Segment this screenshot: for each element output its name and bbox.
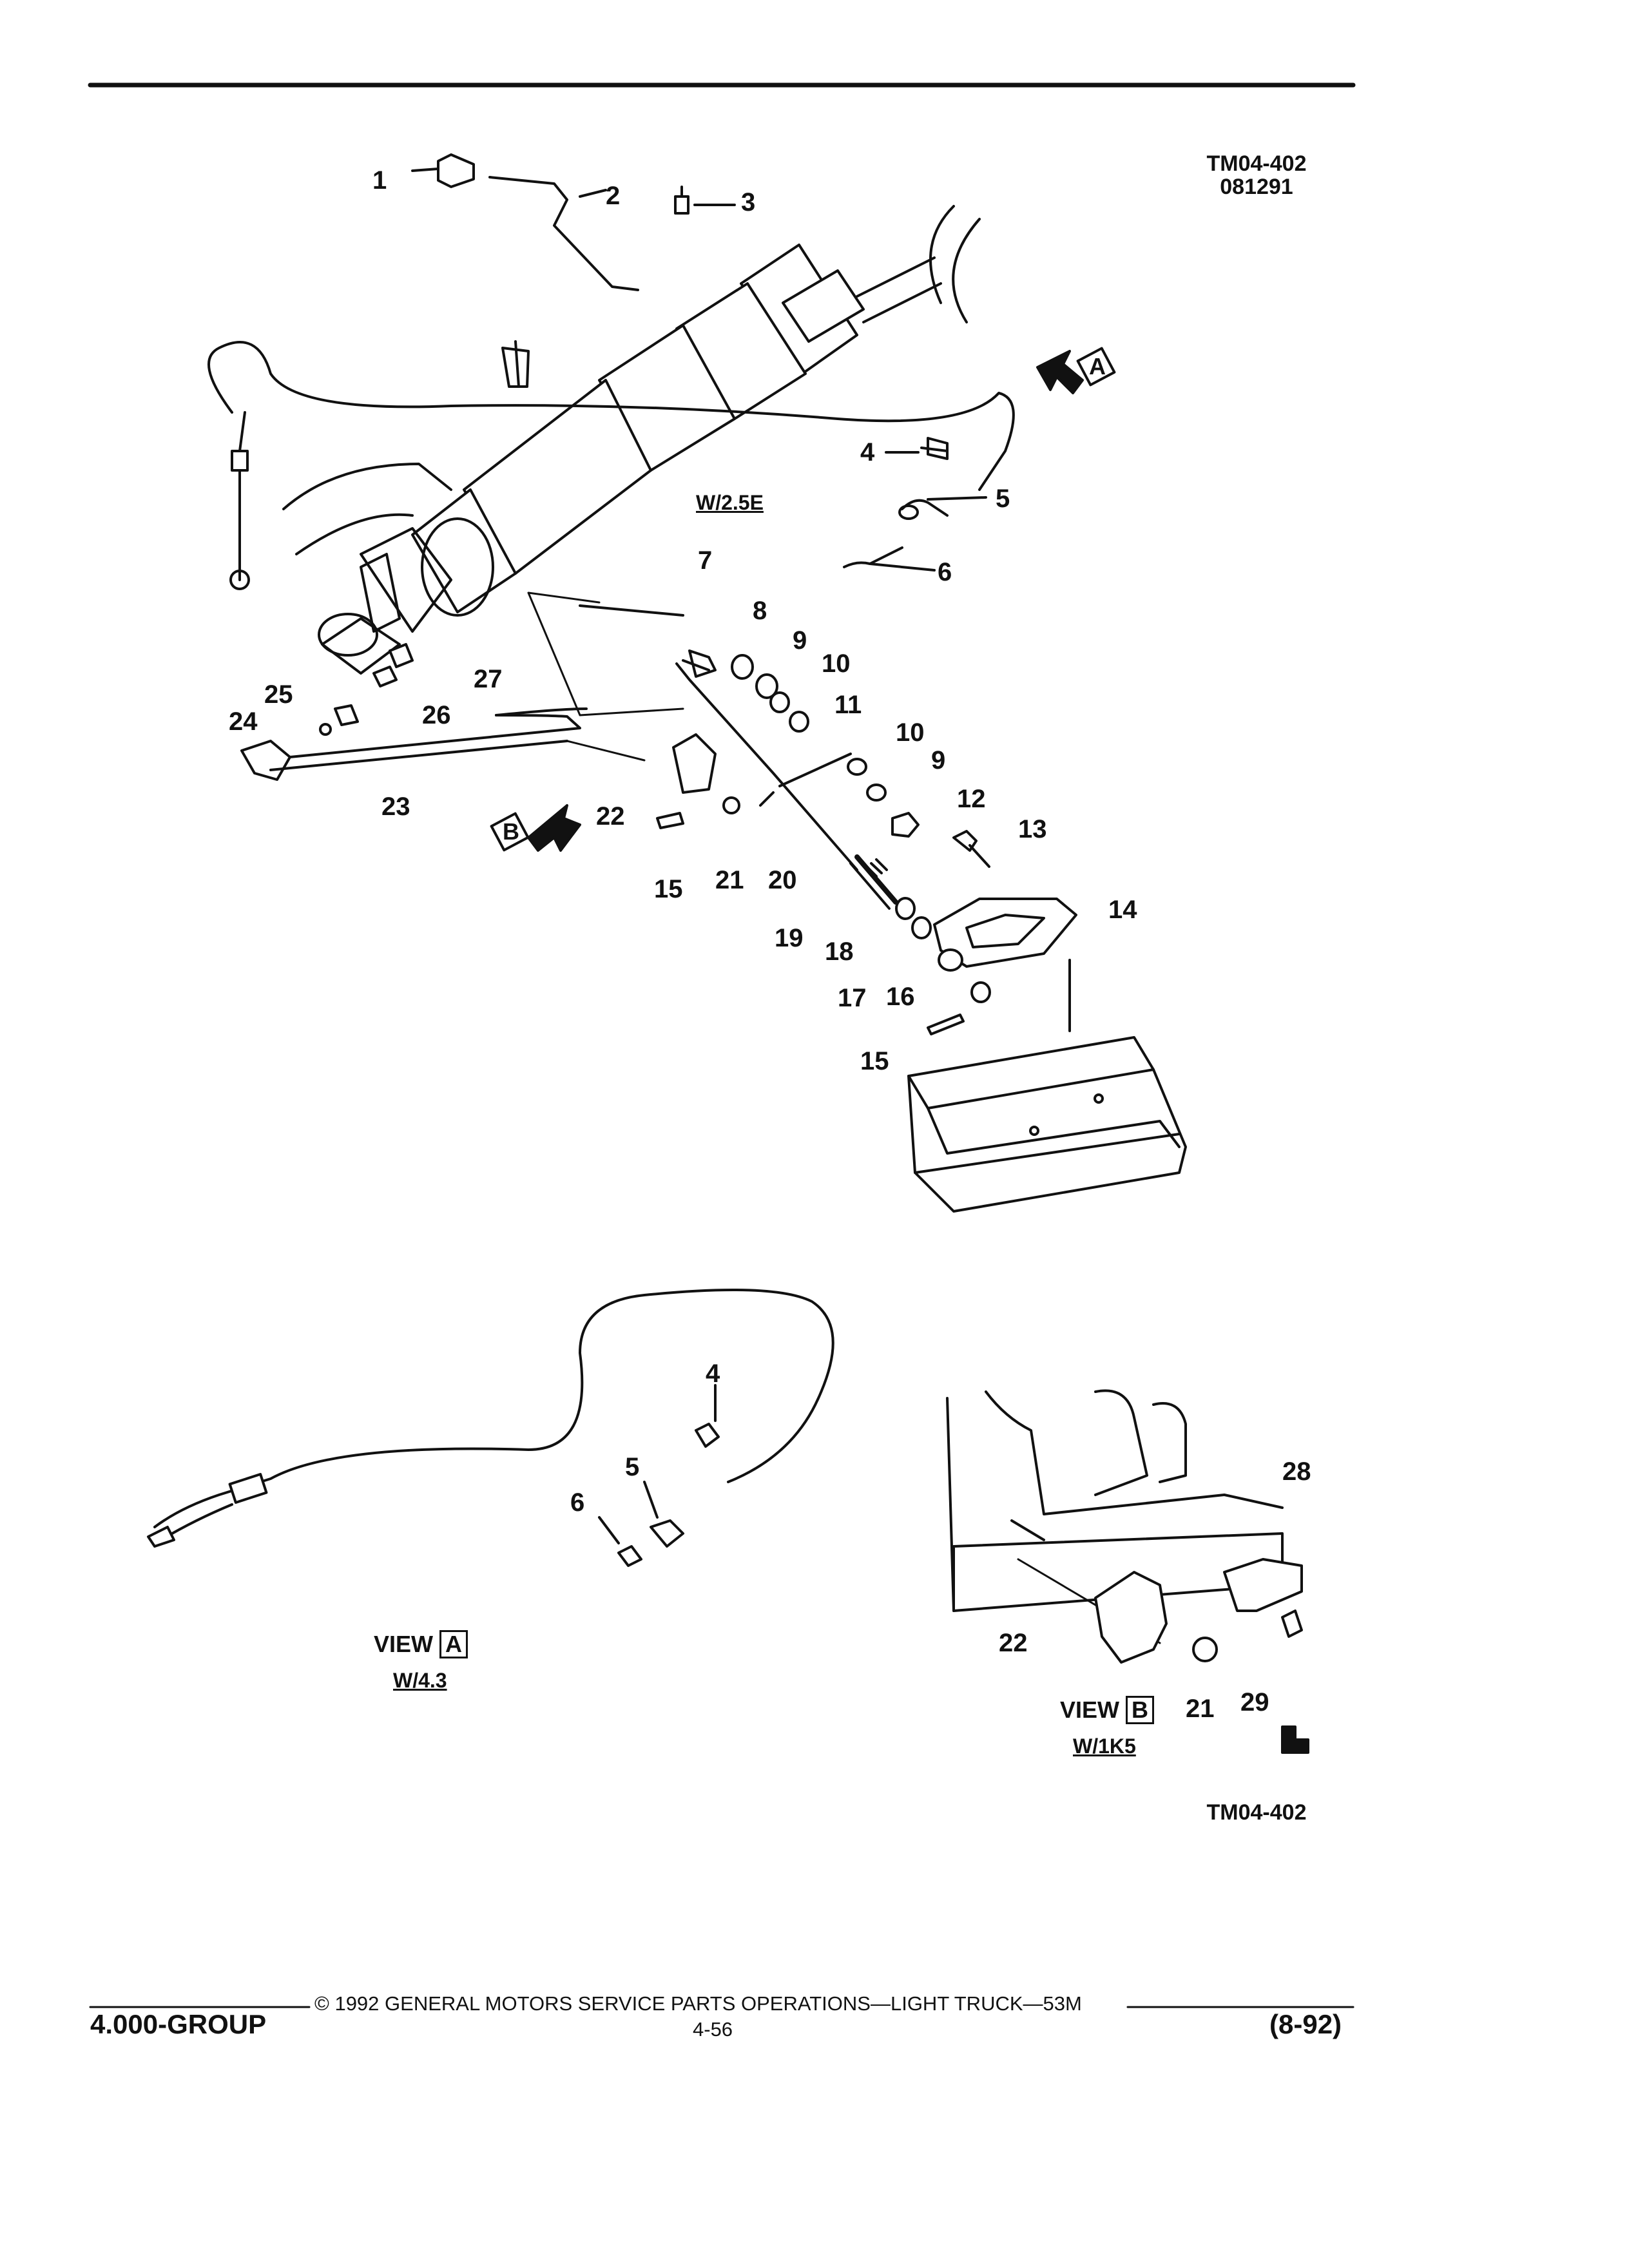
view-b-marker: B [503,818,519,845]
callout-10b: 10 [896,718,925,747]
main-view-label: W/2.5E [696,491,764,514]
callout-9a: 9 [793,626,807,655]
callout-25: 25 [264,680,293,709]
view-b-letter: B [1126,1696,1155,1724]
callout-8: 8 [753,597,767,625]
bushing-set-lower [895,897,991,1003]
dash-bracket [282,463,452,633]
callout-20: 20 [768,866,797,894]
footer-group: 4.000-GROUP [90,2009,267,2039]
part-5-bracket [898,496,987,520]
view-a-cable [147,1289,834,1548]
callout-16: 16 [886,983,915,1011]
figure-code-top: TM04-402 [1206,151,1307,176]
view-a-prefix: VIEW [374,1631,434,1657]
callout-11: 11 [834,691,862,719]
part-1-switch [411,153,475,188]
throttle-cable [207,340,1015,590]
view-a-callout-4: 4 [706,1360,720,1388]
view-a-letter: A [439,1630,468,1658]
callout-22: 22 [596,802,625,831]
mount-channel [907,959,1187,1213]
part-4-bolt [885,437,949,460]
callout-12: 12 [957,785,986,813]
part-21-nut [722,796,740,814]
callout-27: 27 [474,665,503,693]
shift-linkage [579,604,898,910]
cu-logo [1281,1725,1309,1754]
steering-column [318,205,981,675]
linkage-frame [527,591,684,762]
callout-15a: 15 [654,875,683,903]
callout-10a: 10 [822,649,851,678]
callout-9b: 9 [931,746,946,774]
view-a-sub: W/4.3 [393,1669,447,1692]
view-a-parts [598,1384,720,1567]
view-b-sub: W/1K5 [1073,1735,1136,1758]
view-b-prefix: VIEW [1060,1696,1120,1723]
callout-1: 1 [372,166,387,195]
callout-23: 23 [381,793,410,821]
view-b-callout-28: 28 [1282,1457,1311,1486]
view-a-arrow [1036,347,1116,394]
callout-15b: 15 [860,1047,889,1075]
callout-5: 5 [996,485,1010,513]
figure-code-bottom: TM04-402 [1206,1800,1307,1825]
view-b-parts [1094,1558,1303,1664]
part-15-pin-b [927,1014,965,1035]
bushing-set-upper [731,654,920,838]
view-b-arrow [490,804,581,852]
footer-page-number: 4-56 [693,2018,733,2041]
callout-7: 7 [698,546,713,575]
callout-17: 17 [838,984,867,1012]
callout-26: 26 [422,701,451,729]
callout-21: 21 [715,866,744,894]
view-a-callout-5: 5 [625,1453,640,1481]
figure-date: 081291 [1220,175,1293,199]
part-6-clip [843,546,936,572]
part-13-bolt [952,830,990,868]
view-b-callout-22: 22 [999,1629,1028,1657]
callout-13: 13 [1018,815,1047,843]
view-b-callout-21: 21 [1186,1695,1215,1723]
footer-copyright: © 1992 GENERAL MOTORS SERVICE PARTS OPER… [314,1992,1082,2015]
footer-date: (8-92) [1269,2009,1342,2039]
view-b-callout-29: 29 [1240,1688,1269,1716]
lever-assembly [240,643,588,781]
callout-24: 24 [229,707,258,736]
callout-2: 2 [606,182,621,210]
view-a-callout-6: 6 [570,1488,585,1517]
callout-6: 6 [938,558,952,586]
callout-18: 18 [825,937,854,966]
callout-3: 3 [741,188,756,216]
part-22-bracket [672,733,717,794]
part-2-cable [488,176,639,291]
part-15-pin-a [656,812,684,829]
callout-14: 14 [1108,896,1137,924]
callout-4: 4 [860,438,875,466]
view-a-marker: A [1089,353,1106,380]
callout-19: 19 [775,924,804,952]
part-3-screw [674,186,736,215]
